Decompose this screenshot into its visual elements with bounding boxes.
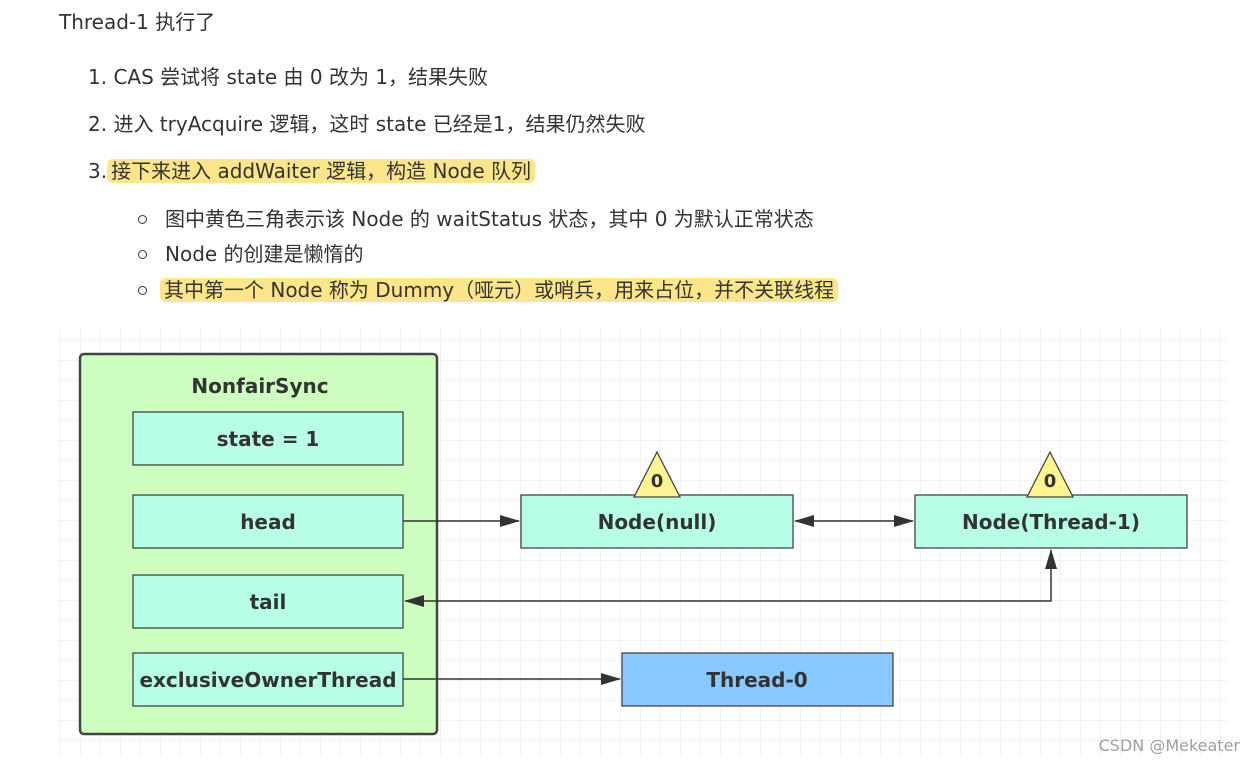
bullet-item-1: 图中黄色三角表示该 Node 的 waitStatus 状态，其中 0 为默认正… (138, 205, 814, 233)
ordered-item-1-num: 1. (88, 65, 108, 89)
bullet-item-2-text: Node 的创建是懒惰的 (165, 242, 364, 266)
ordered-item-3: 3.接下来进入 addWaiter 逻辑，构造 Node 队列 (88, 157, 536, 185)
node-null-label: Node(null) (598, 510, 717, 534)
bullet-item-2: Node 的创建是懒惰的 (138, 240, 364, 268)
node-null-box (520, 494, 794, 549)
ordered-item-3-num: 3. (88, 159, 108, 183)
bullet-item-3-text: 其中第一个 Node 称为 Dummy（哑元）或哨兵，用来占位，并不关联线程 (160, 278, 839, 302)
field-tail-label: tail (250, 590, 287, 614)
bullet-circle-icon (138, 250, 147, 259)
thread0-label: Thread-0 (706, 668, 807, 692)
csdn-watermark: CSDN @Mekeater (1098, 736, 1240, 755)
field-owner-label: exclusiveOwnerThread (139, 668, 396, 692)
node-thread1-label: Node(Thread-1) (962, 510, 1140, 534)
tail-to-node-thread1-arrow (404, 549, 1057, 607)
bullet-circle-icon (138, 286, 147, 295)
bullet-item-1-text: 图中黄色三角表示该 Node 的 waitStatus 状态，其中 0 为默认正… (165, 207, 814, 231)
wait-status-triangle-icon (1025, 450, 1075, 498)
field-state-box (132, 411, 404, 466)
ordered-item-3-text: 接下来进入 addWaiter 逻辑，构造 Node 队列 (107, 159, 536, 183)
field-owner-box (132, 652, 404, 707)
ordered-item-2: 2. 进入 tryAcquire 逻辑，这时 state 已经是1，结果仍然失败 (88, 110, 646, 138)
field-head-box (132, 494, 404, 549)
wait-status-thread1-label: 0 (1044, 471, 1057, 492)
ordered-item-1-text: CAS 尝试将 state 由 0 改为 1，结果失败 (113, 65, 489, 89)
field-head-label: head (240, 510, 296, 534)
field-state-label: state = 1 (217, 427, 320, 451)
field-tail-box (132, 574, 404, 629)
ordered-item-1: 1. CAS 尝试将 state 由 0 改为 1，结果失败 (88, 63, 488, 91)
bullet-circle-icon (138, 215, 147, 224)
ordered-item-2-text: 进入 tryAcquire 逻辑，这时 state 已经是1，结果仍然失败 (113, 112, 646, 136)
thread0-box (621, 652, 894, 707)
ordered-item-2-num: 2. (88, 112, 108, 136)
node-thread1-box (914, 494, 1188, 549)
nonfairsync-label: NonfairSync (191, 374, 328, 398)
heading: Thread-1 执行了 (59, 10, 216, 34)
wait-status-triangle-icon (632, 450, 682, 498)
bullet-item-3: 其中第一个 Node 称为 Dummy（哑元）或哨兵，用来占位，并不关联线程 (138, 276, 839, 304)
wait-status-null-label: 0 (651, 471, 664, 492)
